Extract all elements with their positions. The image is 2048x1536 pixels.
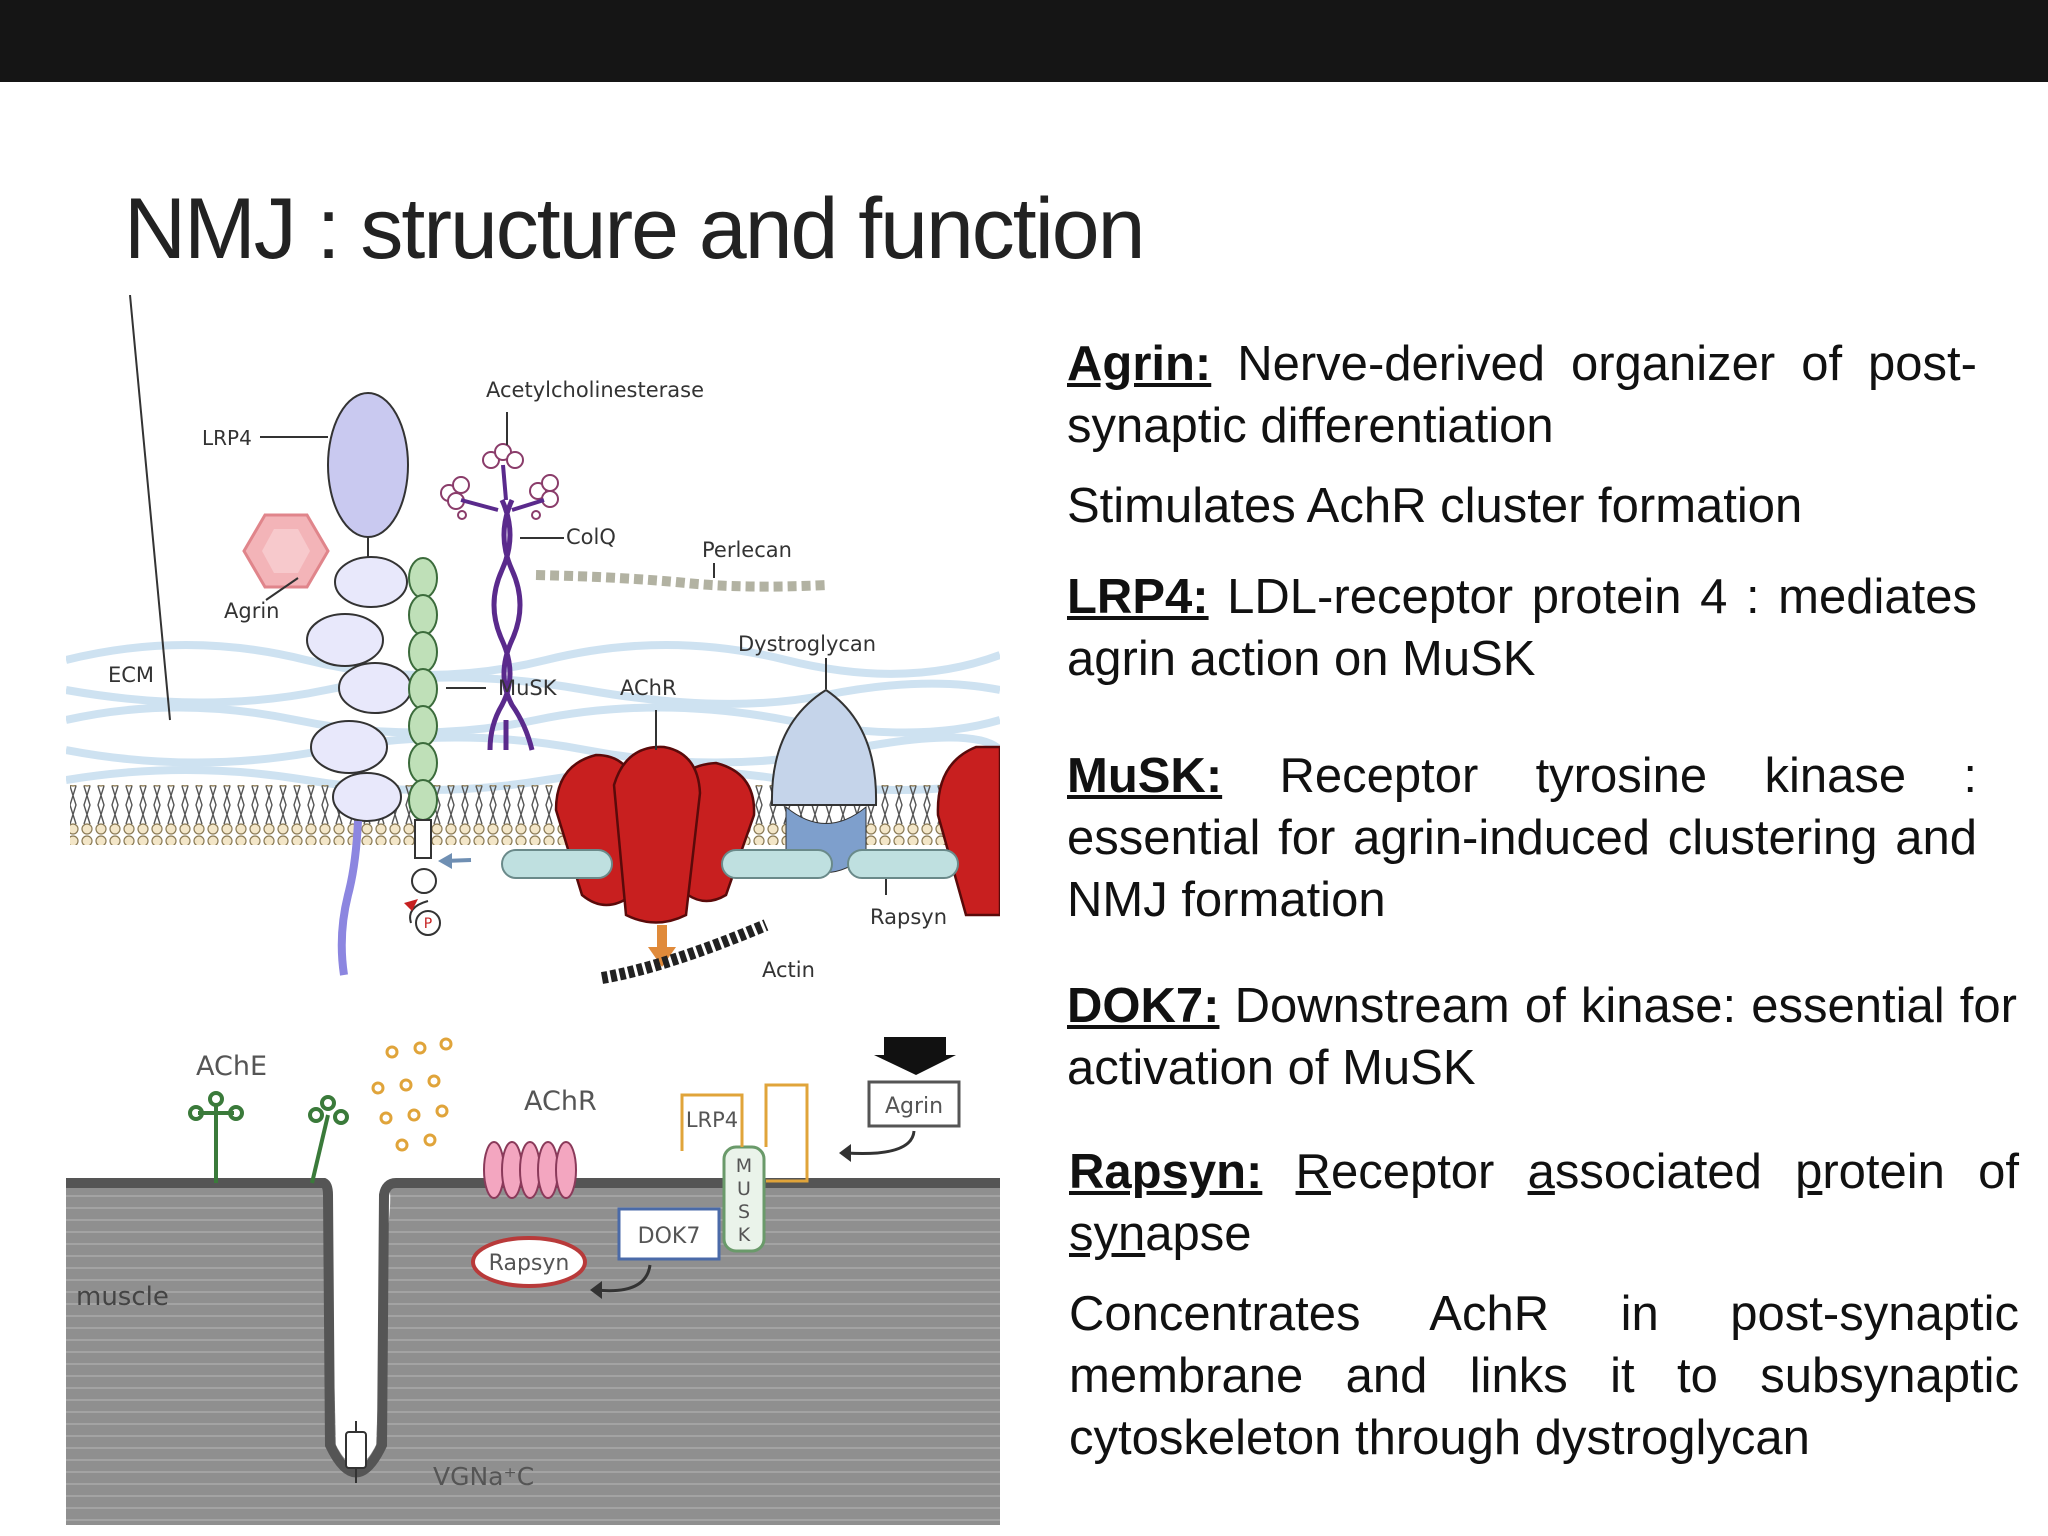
synaptic-fold	[324, 1183, 391, 1465]
term-lrp4: LRP4:	[1067, 570, 1209, 624]
label-ecm: ECM	[108, 663, 154, 687]
rapsyn-letter-r: R	[1295, 1145, 1331, 1199]
actin-filament	[600, 919, 769, 984]
label-dok7: DOK7	[638, 1224, 701, 1249]
musk-chain	[408, 557, 438, 821]
definition-dok7: DOK7: Downstream of kinase: essential fo…	[1067, 975, 2017, 1099]
rapsyn-letter-p: p	[1795, 1145, 1823, 1199]
ach-dots	[371, 1037, 453, 1152]
rapsyn-text-3: rotein of	[1822, 1145, 2019, 1199]
phosphate-label: P	[424, 916, 432, 932]
musk-tm	[414, 819, 432, 859]
slide-title: NMJ : structure and function	[124, 181, 1145, 277]
label-lrp4-box: LRP4	[686, 1108, 738, 1132]
perlecan	[535, 570, 827, 592]
label-musk: MuSK	[498, 676, 558, 700]
term-rapsyn: Rapsyn:	[1069, 1145, 1263, 1199]
label-achr-bottom: AChR	[524, 1086, 597, 1117]
label-muscle: muscle	[76, 1282, 169, 1312]
label-rapsyn-oval: Rapsyn	[489, 1251, 570, 1276]
definition-agrin: Agrin: Nerve-derived organizer of post-s…	[1067, 333, 1977, 457]
rapsyn-text-1: eceptor	[1330, 1145, 1528, 1199]
label-lrp4: LRP4	[202, 426, 252, 450]
colq-helix	[487, 498, 535, 751]
definition-agrin-detail: Stimulates AchR cluster formation	[1067, 479, 1803, 533]
musk-letter-m: M	[736, 1155, 752, 1177]
label-actin: Actin	[762, 958, 815, 982]
lrp4-chain	[306, 556, 412, 822]
colq-arms	[460, 464, 545, 512]
term-dok7: DOK7:	[1067, 979, 1220, 1033]
text-musk: Receptor tyrosine kinase : essential for…	[1067, 749, 1977, 927]
label-acetylcholinesterase: Acetylcholinesterase	[486, 378, 704, 402]
text-dok7: Downstream of kinase: essential for acti…	[1067, 979, 2017, 1095]
dystroglycan	[770, 688, 878, 806]
agrin-arrow-down	[874, 1037, 956, 1075]
musk-letter-u: U	[737, 1178, 751, 1200]
achr-receptor	[554, 745, 756, 924]
rapsyn-oval	[471, 1236, 587, 1288]
label-vgnac: VGNa⁺C	[433, 1462, 534, 1491]
label-agrin: Agrin	[224, 599, 279, 623]
musk-kinase	[411, 868, 437, 894]
top-bar	[0, 0, 2048, 82]
musk-box	[722, 1145, 766, 1253]
nmj-diagram: P Acetylcholine	[66, 295, 1000, 1525]
text-lrp4: LDL-receptor protein 4 : mediates agrin …	[1067, 570, 1977, 686]
rapsyn-letters-syn: syn	[1069, 1207, 1146, 1261]
label-dystroglycan: Dystroglycan	[738, 632, 876, 656]
definition-rapsyn-detail: Concentrates AchR in post-synaptic membr…	[1069, 1287, 2019, 1465]
achr-pink	[483, 1141, 577, 1199]
definition-rapsyn: Rapsyn: Receptor associated protein of s…	[1069, 1141, 2019, 1265]
vgnac-channel	[345, 1431, 367, 1469]
rapsyn-bars	[501, 849, 959, 879]
rapsyn-text-4: apse	[1145, 1207, 1252, 1261]
term-agrin: Agrin:	[1067, 337, 1212, 391]
musk-letter-k: K	[738, 1224, 751, 1246]
definition-lrp4: LRP4: LDL-receptor protein 4 : mediates …	[1067, 566, 1977, 690]
ache-tetramers	[440, 443, 559, 520]
lrp4-tail	[337, 820, 362, 976]
term-musk: MuSK:	[1067, 749, 1223, 803]
lrp4-oval	[327, 392, 409, 538]
label-perlecan: Perlecan	[702, 538, 792, 562]
ache-symbol-1	[188, 1091, 244, 1183]
agrin-curve-arrow	[845, 1130, 916, 1155]
rapsyn-letter-a: a	[1527, 1145, 1555, 1199]
musk-letter-s: S	[738, 1201, 750, 1223]
agrin-box	[867, 1080, 961, 1128]
ache-symbol-2	[308, 1095, 349, 1184]
dok7-box	[617, 1207, 721, 1261]
label-colq: ColQ	[566, 525, 616, 549]
label-achr: AChR	[620, 676, 677, 700]
text-agrin: Nerve-derived organizer of post-synaptic…	[1067, 337, 1977, 453]
dok7-arrow	[595, 1264, 652, 1293]
phosphate-circle	[415, 910, 441, 936]
definition-musk: MuSK: Receptor tyrosine kinase : essenti…	[1067, 745, 1977, 931]
label-ache: AChE	[196, 1051, 267, 1082]
achr-receptor-right	[936, 745, 1000, 917]
lrp4-box	[680, 1093, 744, 1151]
rapsyn-text-2: ssociated	[1554, 1145, 1796, 1199]
label-agrin-box: Agrin	[885, 1094, 943, 1119]
label-rapsyn: Rapsyn	[870, 905, 947, 929]
